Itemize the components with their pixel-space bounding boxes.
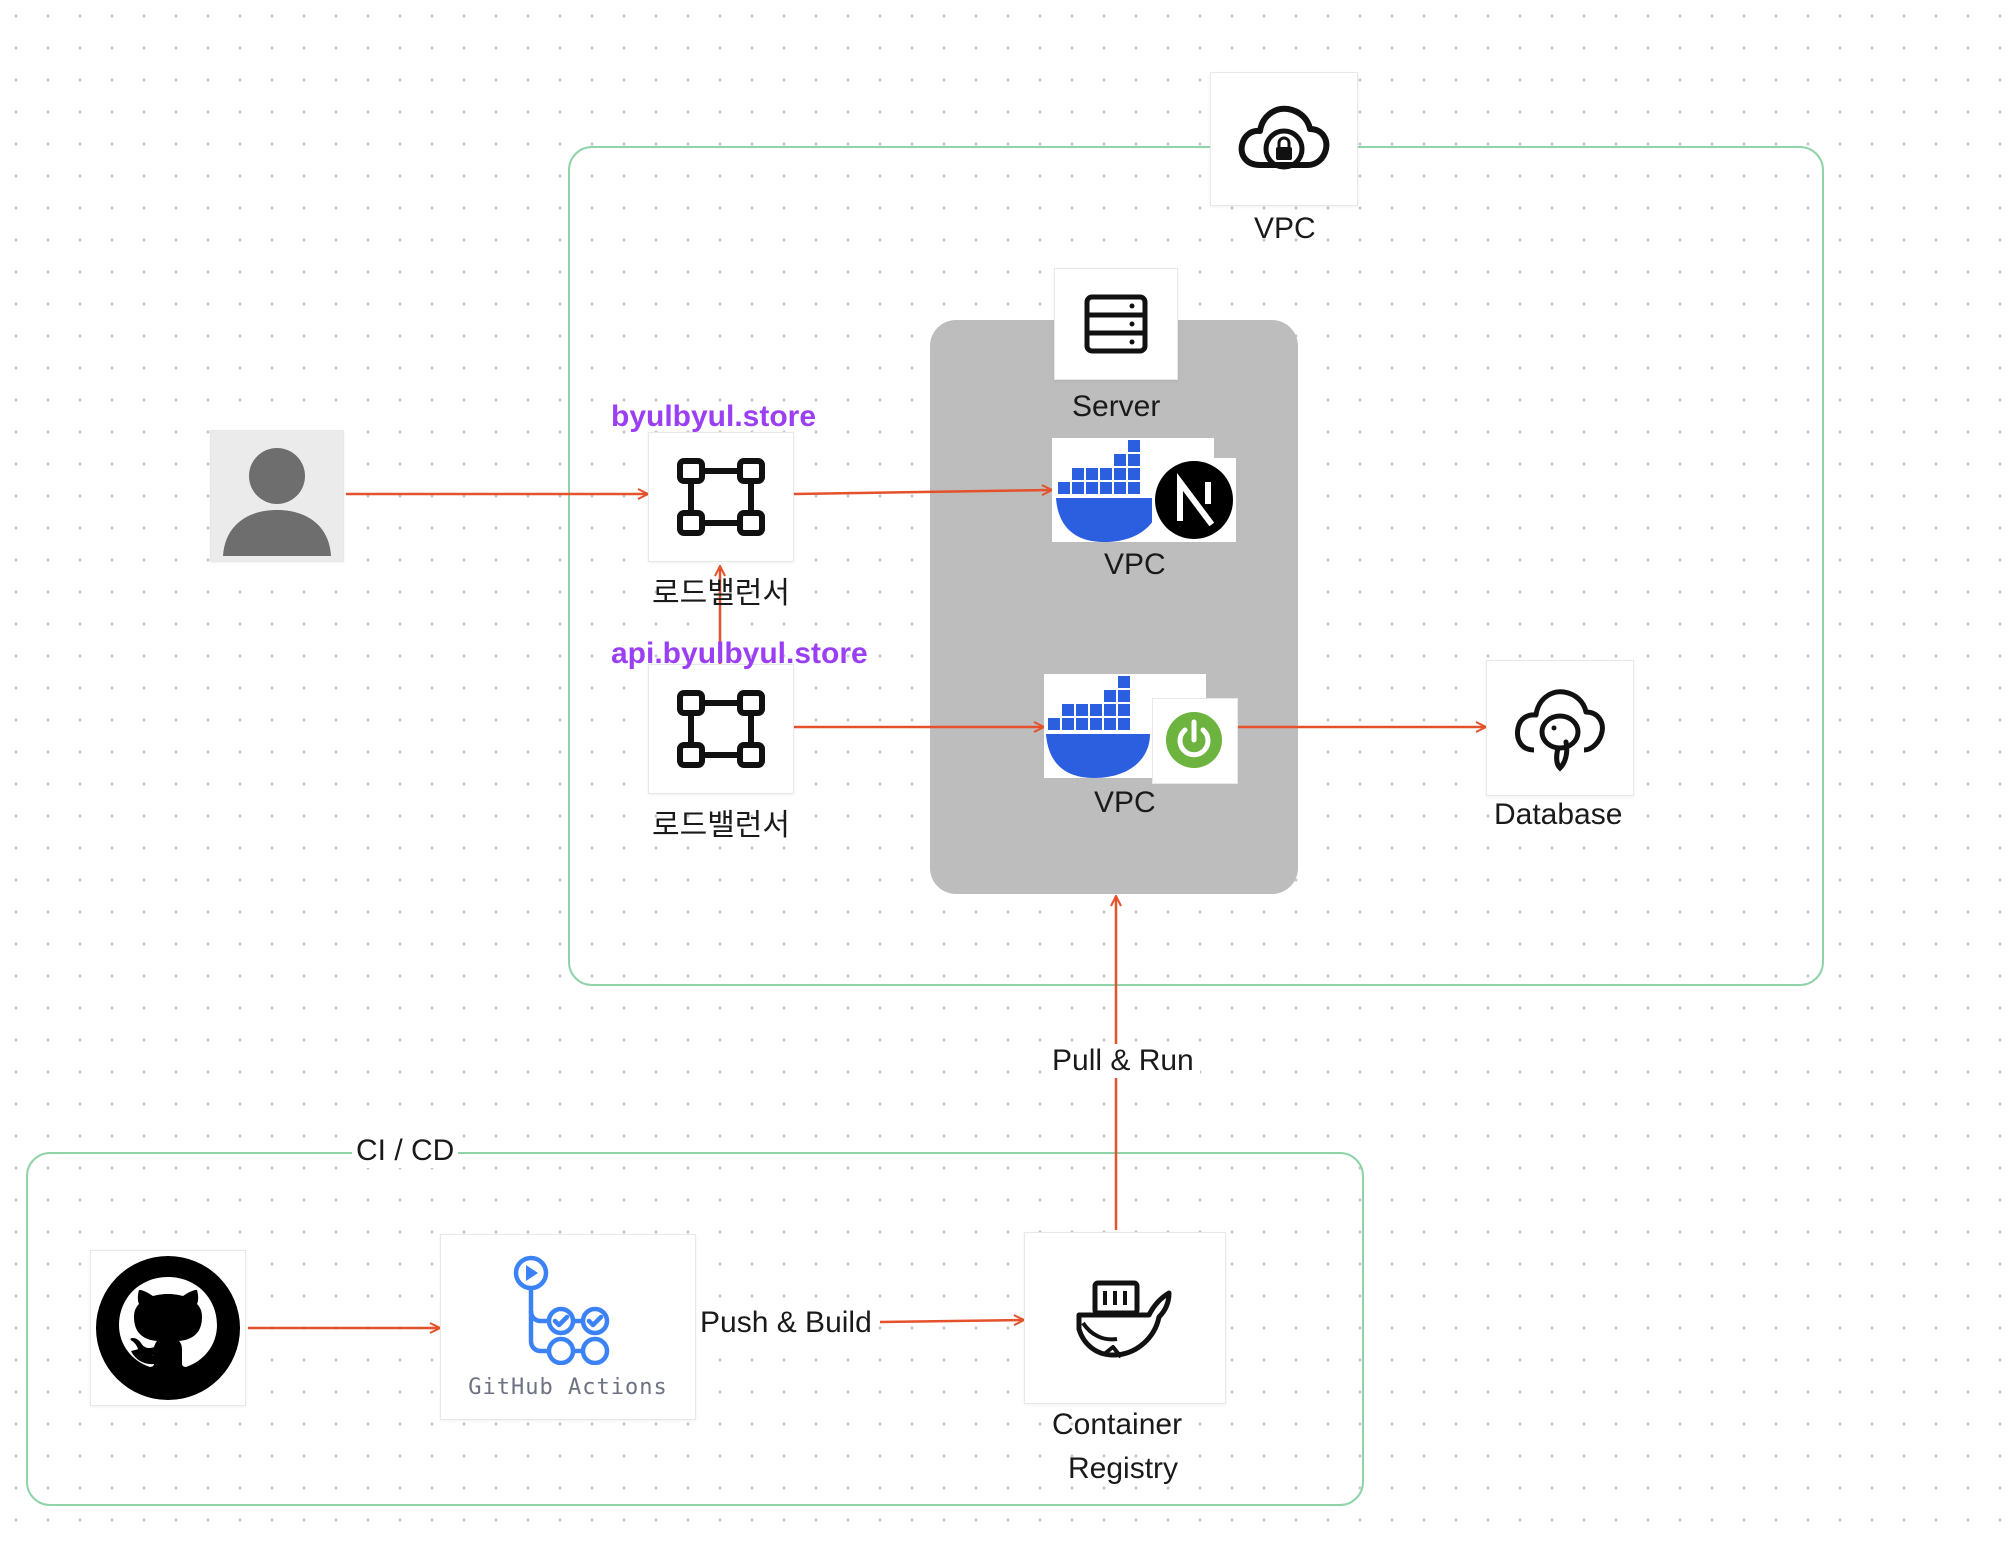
load-balancer-icon — [677, 690, 765, 768]
server-icon — [1084, 294, 1148, 354]
edge-label-pull-run: Pull & Run — [1046, 1044, 1200, 1078]
github-node[interactable] — [90, 1250, 246, 1406]
cicd-group-label: CI / CD — [352, 1134, 459, 1168]
server-node[interactable] — [1054, 268, 1178, 380]
lb-api-node[interactable] — [648, 664, 794, 794]
lb-web-label: 로드밸런서 — [652, 577, 790, 610]
github-actions-node[interactable]: GitHub Actions — [440, 1234, 696, 1420]
github-actions-icon — [513, 1255, 610, 1365]
nextjs-icon — [1155, 461, 1233, 539]
lb-api-domain: api.byulbyul.store — [611, 637, 868, 670]
server-label: Server — [1072, 390, 1161, 423]
cicd-group-boundary — [26, 1152, 1364, 1506]
next-container-label: VPC — [1104, 548, 1166, 581]
server-panel — [930, 320, 1298, 894]
github-actions-label: GitHub Actions — [468, 1375, 668, 1400]
docker-icon — [1046, 676, 1150, 778]
next-container-icons — [1052, 436, 1242, 546]
spring-container-node[interactable] — [1044, 672, 1240, 784]
registry-label-line1: Container — [1052, 1408, 1183, 1441]
database-node[interactable] — [1486, 660, 1634, 796]
spring-icon — [1166, 712, 1222, 768]
docker-registry-icon — [1076, 1280, 1172, 1359]
vpc-label: VPC — [1254, 212, 1316, 245]
user-avatar-icon — [223, 448, 331, 556]
postgresql-icon — [1515, 689, 1605, 772]
vpc-node[interactable] — [1210, 72, 1358, 206]
lb-api-label: 로드밸런서 — [652, 809, 790, 842]
user-node[interactable] — [210, 430, 344, 562]
lb-web-domain: byulbyul.store — [611, 400, 817, 433]
registry-node[interactable] — [1024, 1232, 1226, 1404]
docker-icon — [1056, 440, 1160, 542]
edge-label-push-build: Push & Build — [694, 1306, 878, 1340]
load-balancer-icon — [677, 458, 765, 536]
cloud-lock-icon — [1238, 105, 1330, 170]
lb-web-node[interactable] — [648, 432, 794, 562]
vpc-group-boundary — [568, 146, 1824, 986]
github-icon — [96, 1256, 240, 1400]
database-label: Database — [1494, 798, 1623, 831]
registry-label-line2: Registry — [1068, 1452, 1179, 1485]
spring-container-label: VPC — [1094, 786, 1156, 819]
